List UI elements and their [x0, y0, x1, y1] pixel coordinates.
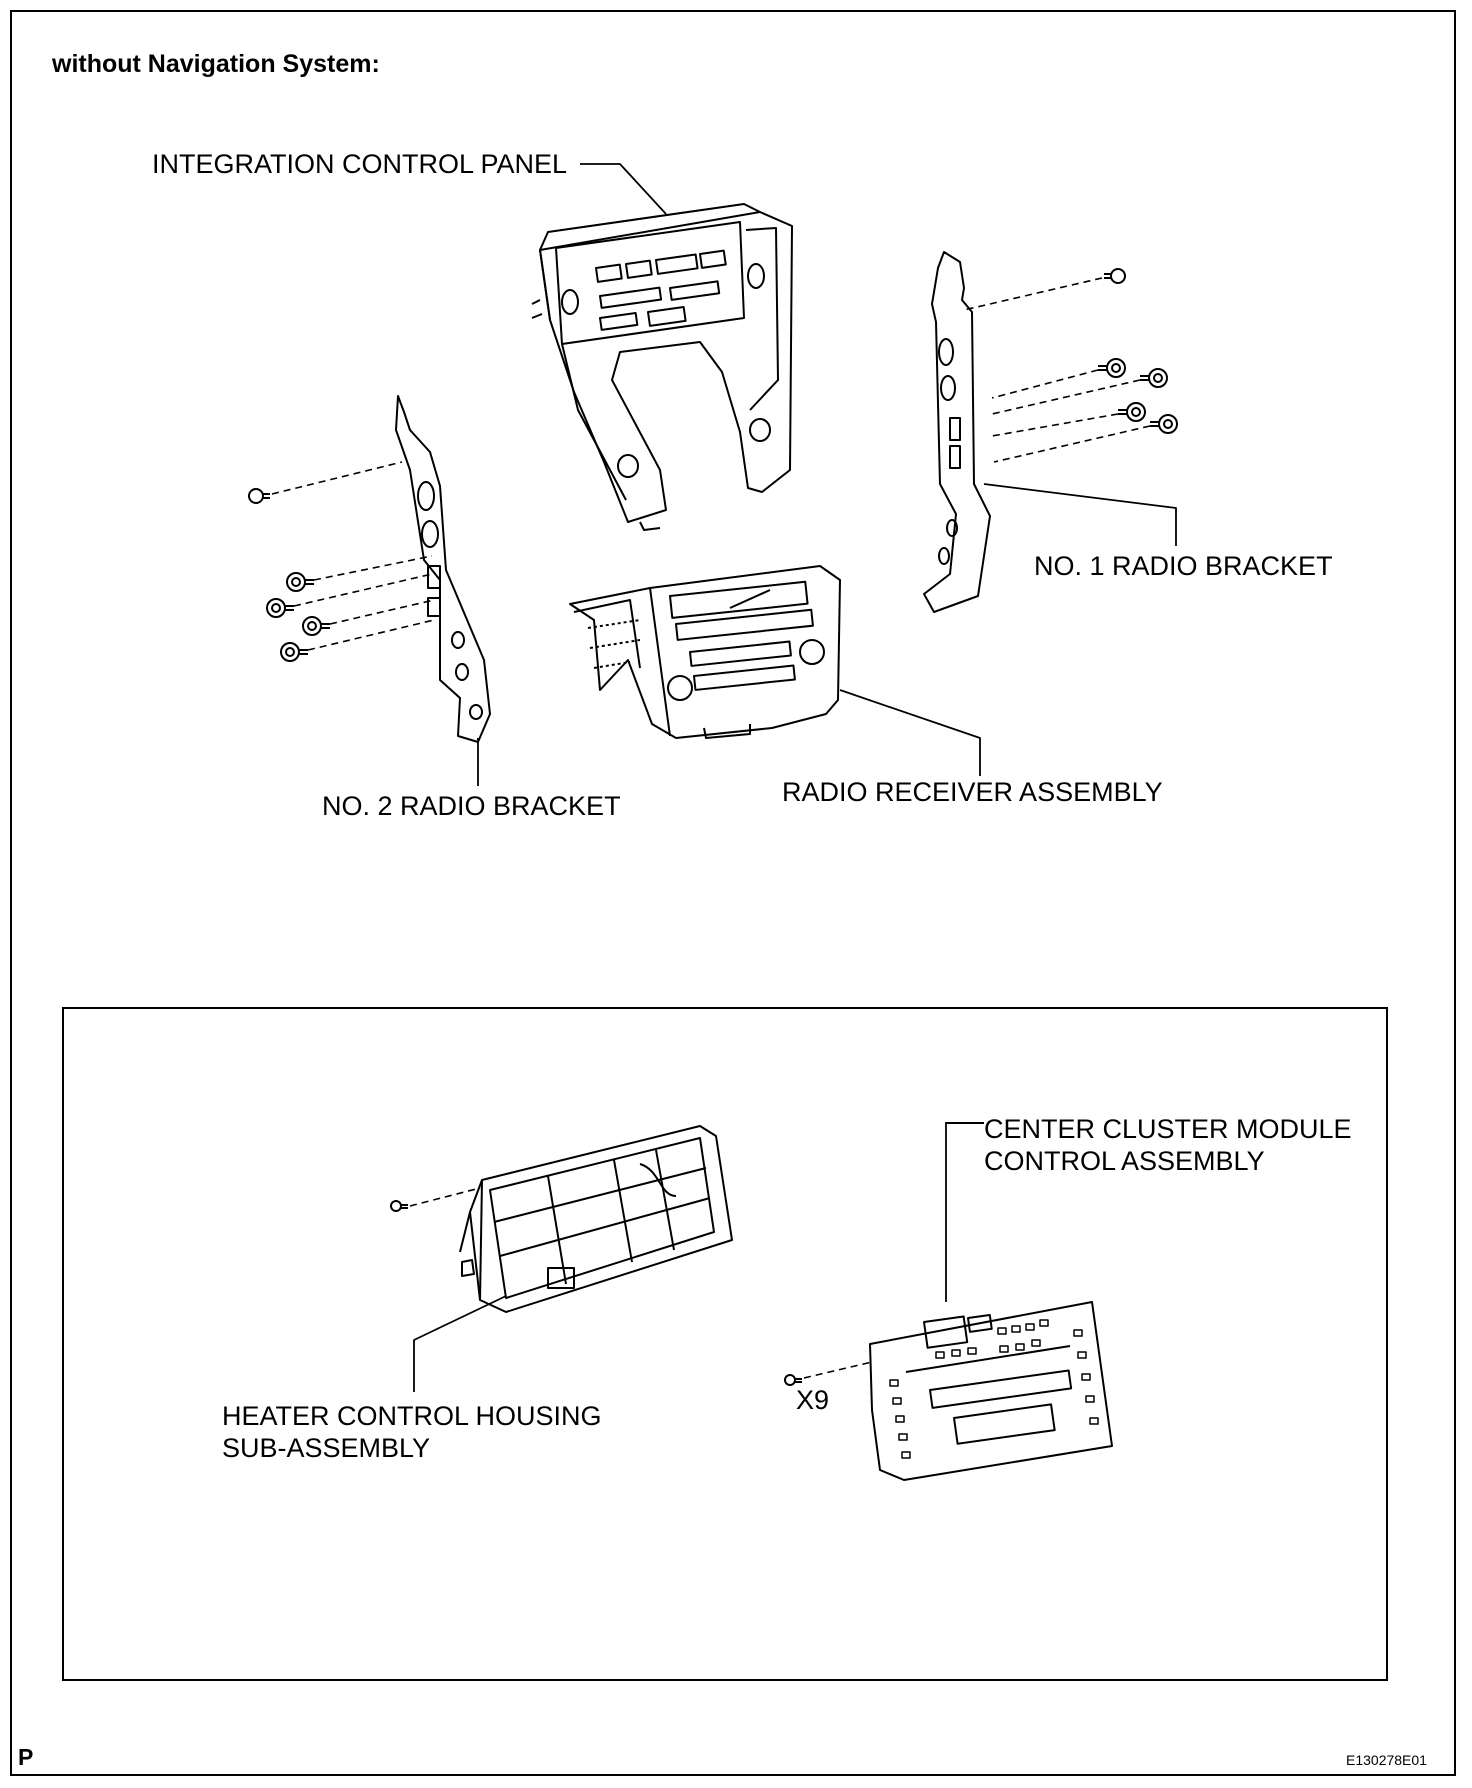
label-radio-receiver-assembly: RADIO RECEIVER ASSEMBLY — [782, 777, 1163, 807]
drawing-frame — [10, 10, 1456, 1776]
label-center-cluster-module: CENTER CLUSTER MODULE CONTROL ASSEMBLY — [984, 1113, 1352, 1178]
heater-control-housing-illustration — [459, 1125, 733, 1313]
integration-control-panel-illustration — [531, 203, 793, 531]
center-cluster-module-illustration — [869, 1301, 1113, 1481]
leader-tick-center-cluster — [946, 1122, 984, 1124]
label-integration-control-panel: INTEGRATION CONTROL PANEL — [152, 149, 568, 179]
leader-lines — [413, 163, 1177, 1392]
label-heater-line2: SUB-ASSEMBLY — [222, 1433, 431, 1464]
no2-radio-bracket-illustration — [395, 395, 491, 743]
figure-id: E130278E01 — [1346, 1752, 1427, 1768]
label-center-cluster-line2: CONTROL ASSEMBLY — [984, 1146, 1265, 1177]
label-heater-control-housing: HEATER CONTROL HOUSING SUB-ASSEMBLY — [222, 1400, 602, 1465]
inset-frame — [62, 1007, 1388, 1681]
screws — [248, 268, 1178, 1386]
label-no2-radio-bracket: NO. 2 RADIO BRACKET — [322, 791, 621, 821]
corner-mark: P — [18, 1744, 34, 1770]
label-center-cluster-line1: CENTER CLUSTER MODULE — [984, 1114, 1352, 1144]
label-screw-quantity: X9 — [796, 1385, 830, 1415]
label-heater-line1: HEATER CONTROL HOUSING — [222, 1401, 602, 1431]
radio-receiver-assembly-illustration — [569, 565, 841, 739]
no1-radio-bracket-illustration — [923, 251, 991, 613]
label-no1-radio-bracket: NO. 1 RADIO BRACKET — [1034, 551, 1333, 581]
installation-lines — [271, 277, 1151, 1379]
page-heading: without Navigation System: — [52, 50, 380, 78]
